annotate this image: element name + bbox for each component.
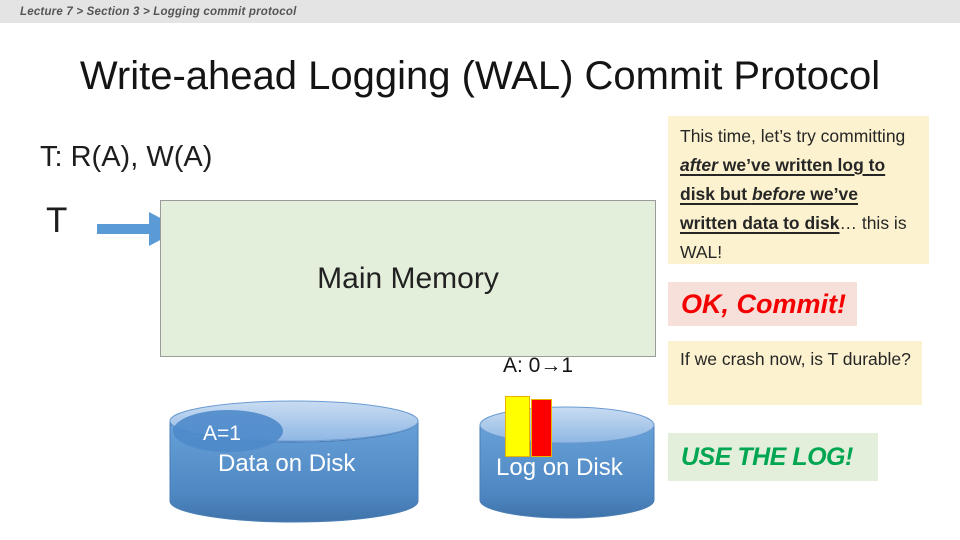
data-value-badge — [173, 410, 283, 452]
wal-note-segment: This time, let’s try committing — [680, 126, 906, 146]
main-memory-box: Main Memory — [160, 200, 656, 357]
wal-note-segment: we’ve written log to disk but — [680, 155, 886, 204]
transaction-name-label: T — [46, 201, 68, 240]
use-log-callout: USE THE LOG! — [668, 433, 878, 481]
log-record-yellow — [505, 396, 530, 457]
data-disk-cylinder — [169, 400, 419, 523]
wal-note-segment: we’ve written data to disk — [680, 184, 858, 233]
wal-note-segment: … this is WAL! — [680, 213, 907, 262]
commit-callout-text: OK, Commit! — [681, 288, 846, 319]
data-disk-value-label: A=1 — [203, 422, 241, 445]
commit-callout: OK, Commit! — [668, 282, 857, 326]
page-title: Write-ahead Logging (WAL) Commit Protoco… — [79, 54, 881, 98]
log-record-red — [531, 399, 552, 457]
data-disk-label: Data on Disk — [218, 450, 356, 477]
crash-question-text: If we crash now, is T durable? — [680, 349, 911, 369]
use-log-text: USE THE LOG! — [681, 442, 853, 471]
wal-note: This time, let’s try committing after we… — [668, 116, 929, 264]
wal-note-segment: after — [680, 155, 718, 175]
transaction-ops-label: T: R(A), W(A) — [40, 141, 213, 173]
wal-note-segment: before — [751, 184, 806, 204]
breadcrumb: Lecture 7 > Section 3 > Logging commit p… — [20, 5, 297, 18]
crash-question-note: If we crash now, is T durable? — [668, 341, 922, 405]
value-change-label: A: 0→1 — [503, 354, 574, 377]
breadcrumb-bar: Lecture 7 > Section 3 > Logging commit p… — [0, 0, 960, 23]
main-memory-label: Main Memory — [317, 261, 499, 295]
log-disk-label: Log on Disk — [496, 454, 623, 481]
